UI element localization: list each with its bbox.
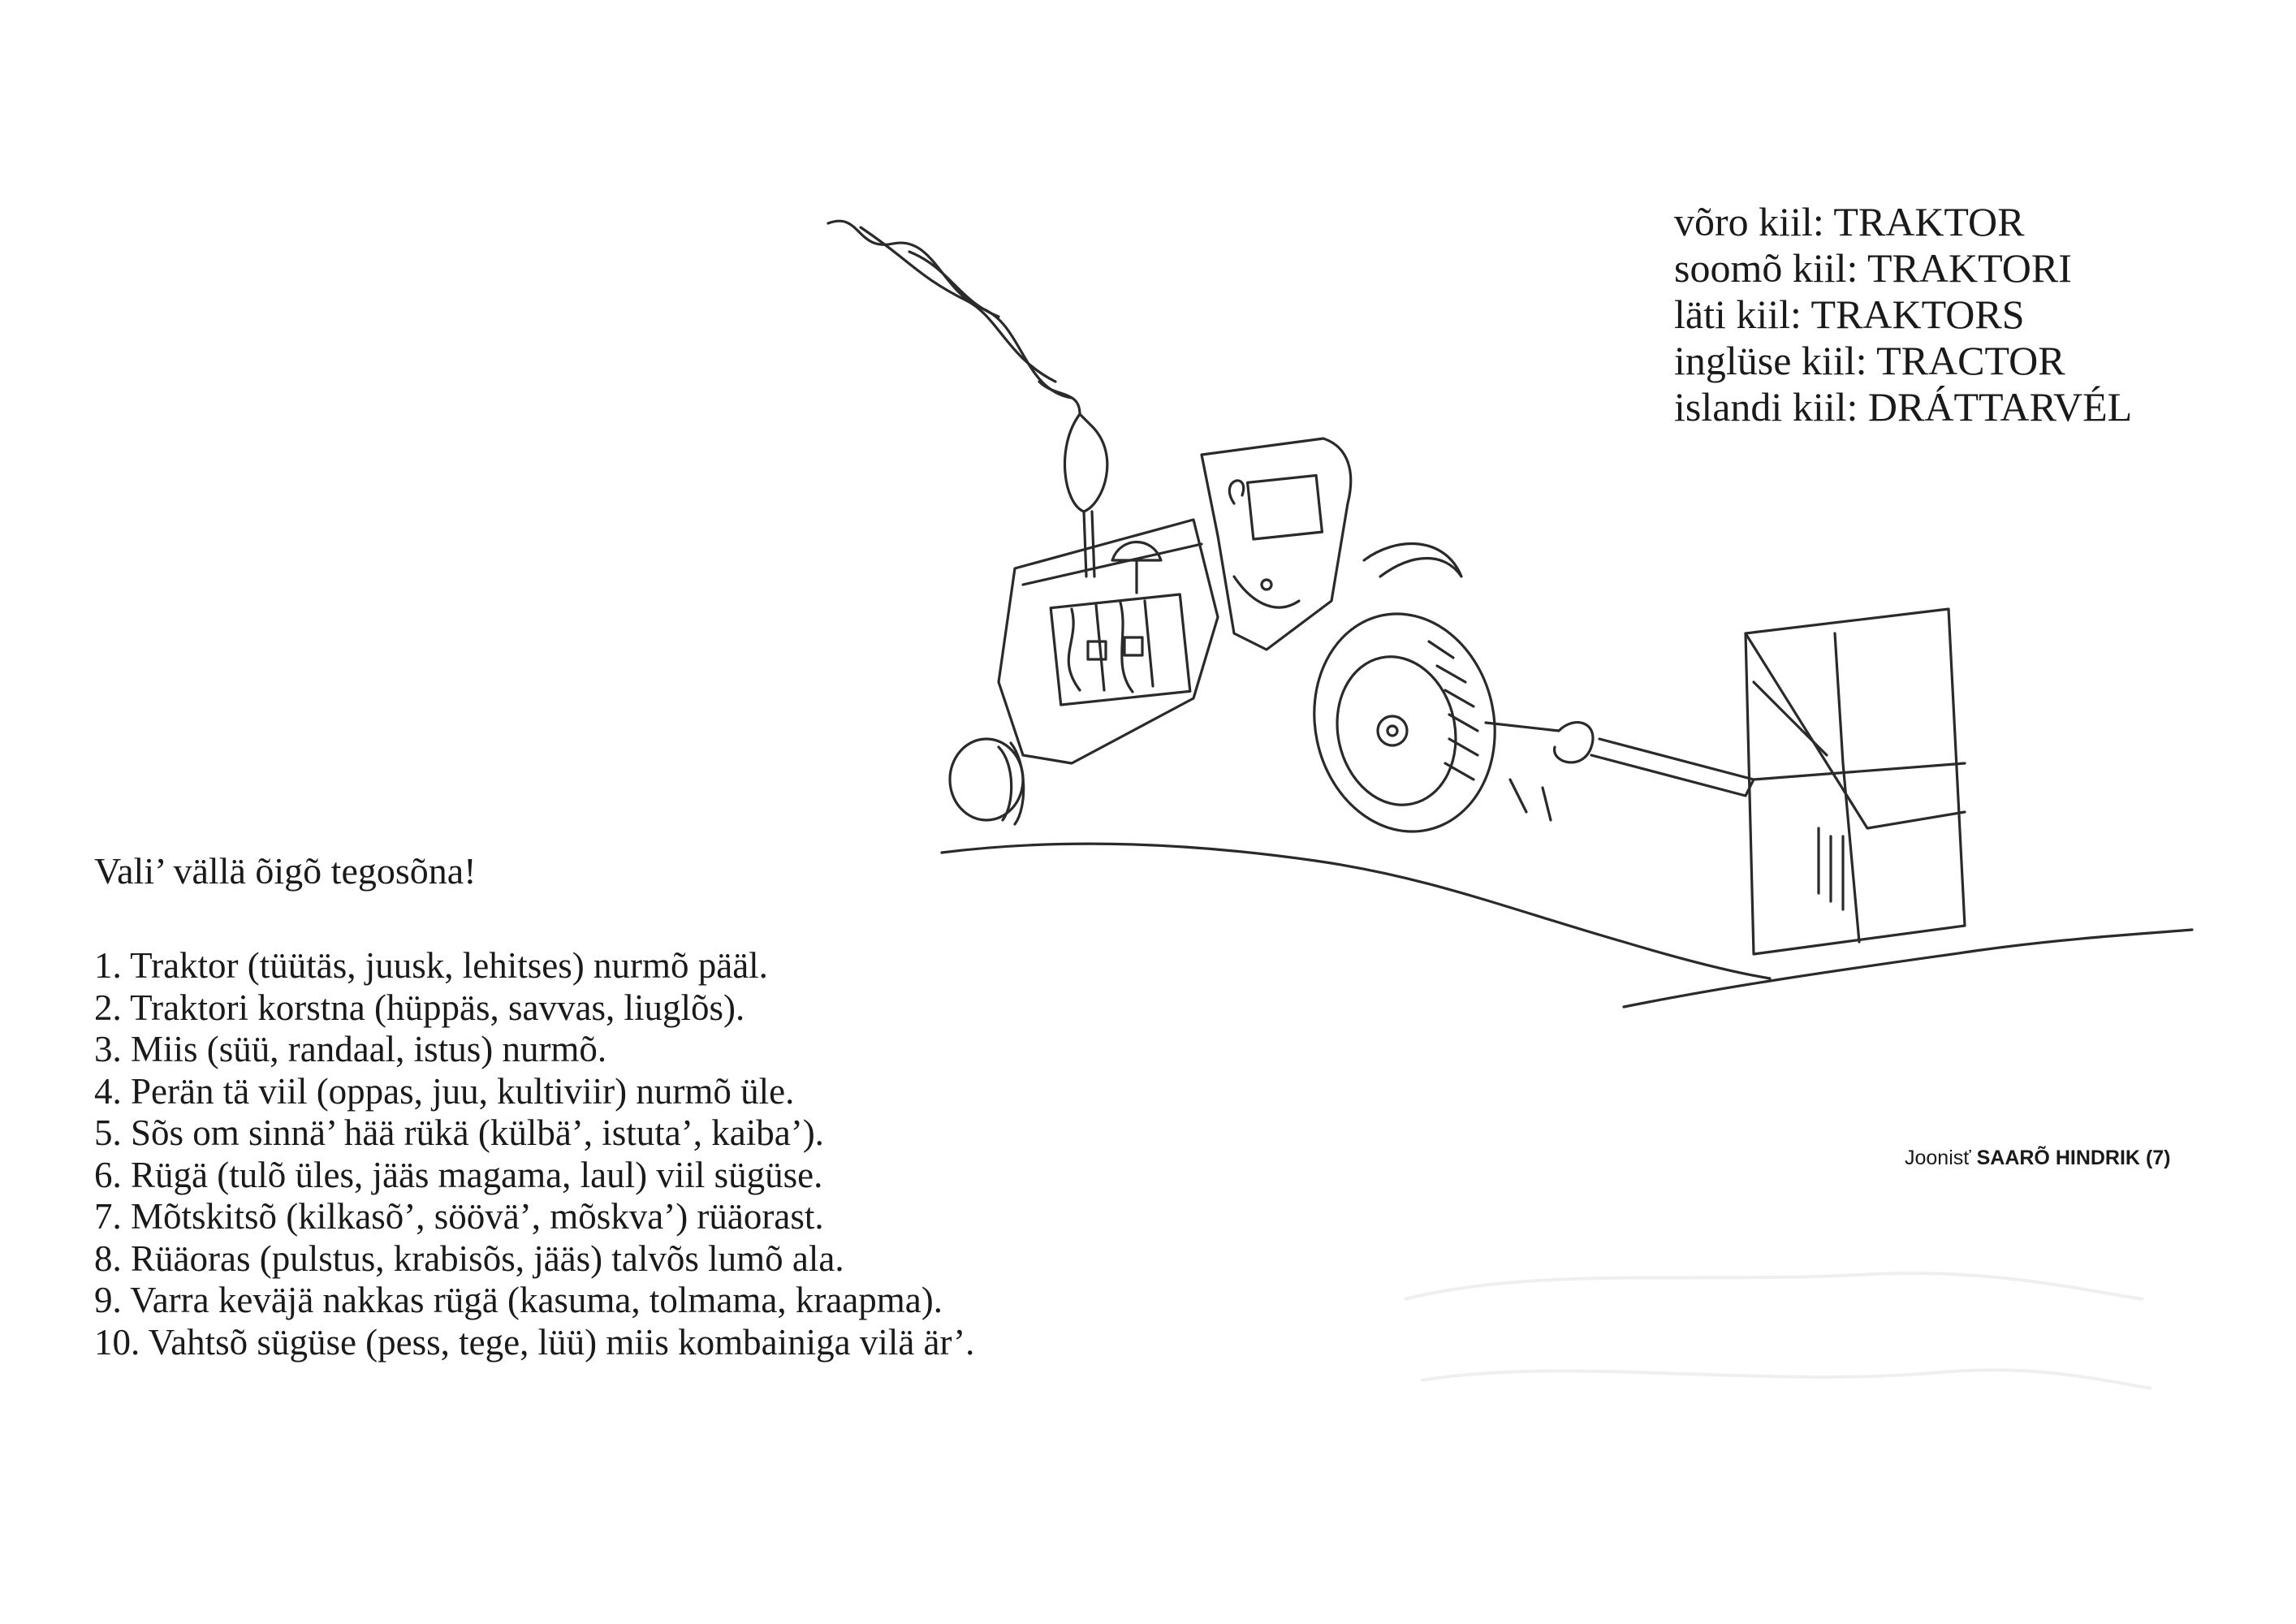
tractor-hood: [1021, 542, 1203, 586]
translation-english: inglüse kiil: TRACTOR: [1674, 338, 2065, 383]
smoke-line: [859, 226, 1057, 383]
front-wheel: [997, 745, 1013, 822]
translation-latvian: läti kiil: TRAKTORS: [1674, 292, 2025, 337]
exercise-item: 3. Miis (süü, randaal, istus) nurmõ.: [94, 1029, 607, 1069]
exercise-instruction: Vali’ vällä õigõ tegosõna!: [94, 850, 477, 892]
translation-icelandic: islandi kiil: DRÁTTARVÉL: [1674, 384, 2133, 430]
engine-grille: [1067, 607, 1081, 692]
exercise-item: 8. Rüäoras (pulstus, krabisõs, jääs) tal…: [94, 1237, 844, 1279]
exercise-item: 6. Rügä (tulõ üles, jääs magama, laul) v…: [94, 1154, 823, 1195]
faint-background-mark: [1372, 1250, 2168, 1462]
engine-grille: [1086, 640, 1107, 661]
cab-detail: [1232, 575, 1301, 609]
credit-age: (7): [2145, 1147, 2171, 1169]
tractor-drawing-svg: [826, 219, 2194, 1009]
drawing-credit: Joonisť SAARÕ HINDRIK (7): [1905, 1147, 2171, 1170]
engine-grille: [1049, 593, 1192, 706]
steering: [1228, 479, 1245, 505]
cab-window: [1245, 473, 1324, 541]
rear-fender: [1362, 542, 1463, 578]
chimney: [1082, 510, 1088, 578]
hitch: [1484, 721, 1595, 764]
credit-name: SAARÕ HINDRIK: [1976, 1147, 2140, 1169]
exercise-list: 1. Traktor (tüütäs, juusk, lehitses) nur…: [94, 945, 974, 1363]
tractor-hood: [997, 518, 1219, 765]
engine-grille: [1119, 601, 1134, 693]
engine-grille: [1123, 636, 1144, 657]
implement: [1744, 632, 1966, 830]
exercise-item: 10. Vahtsõ sügüse (pess, tege, lüü) miis…: [94, 1321, 975, 1363]
engine-grille: [1094, 603, 1106, 692]
hitch: [1508, 778, 1552, 822]
smoke-line: [908, 250, 1000, 318]
chimney: [1090, 510, 1096, 578]
hitch: [1590, 737, 1755, 797]
tractor-drawing: [812, 195, 2208, 1047]
ground-line: [1622, 928, 2194, 1009]
implement: [1833, 632, 1861, 944]
exercise-item: 4. Perän tä viil (oppas, juu, kultiviir)…: [94, 1070, 795, 1112]
ground-line: [940, 842, 1772, 980]
rear-wheel: [1313, 612, 1496, 833]
tractor-cab: [1200, 437, 1353, 651]
exercise-item: 7. Mõtskitsõ (kilkasõ’, söövä’, mõskva’)…: [94, 1196, 824, 1237]
exercise-item: 9. Varra keväjä nakkas rügä (kasuma, tol…: [94, 1280, 943, 1320]
credit-label: Joonisť: [1905, 1147, 1971, 1169]
exercise-item: 5. Sõs om sinnä’ hää rükä (külbä’, istut…: [94, 1112, 824, 1153]
cab-detail: [1260, 578, 1273, 591]
exercise-item: 1. Traktor (tüütäs, juusk, lehitses) nur…: [94, 945, 768, 986]
air-intake: [1111, 541, 1163, 562]
implement: [1752, 762, 1966, 781]
rear-wheel: [1336, 655, 1457, 806]
front-wheel: [1009, 741, 1025, 826]
translations-list: võro kiil: TRAKTOR soomõ kiil: TRAKTORI …: [1674, 199, 2132, 430]
tire-tread: [1427, 640, 1479, 781]
engine-grille: [1143, 599, 1154, 688]
translation-finnish: soomõ kiil: TRAKTORI: [1674, 245, 2072, 291]
wheel-hub: [1376, 715, 1409, 747]
chimney: [1063, 412, 1109, 513]
translation-voro: võro kiil: TRAKTOR: [1674, 199, 2025, 244]
wheel-hub: [1386, 724, 1399, 737]
implement: [1817, 827, 1845, 911]
exercise-item: 2. Traktori korstna (hüppäs, savvas, liu…: [94, 987, 745, 1028]
implement: [1744, 607, 1966, 956]
smoke-line: [826, 219, 1073, 400]
implement: [1752, 680, 1828, 757]
smoke-line: [1038, 380, 1081, 416]
